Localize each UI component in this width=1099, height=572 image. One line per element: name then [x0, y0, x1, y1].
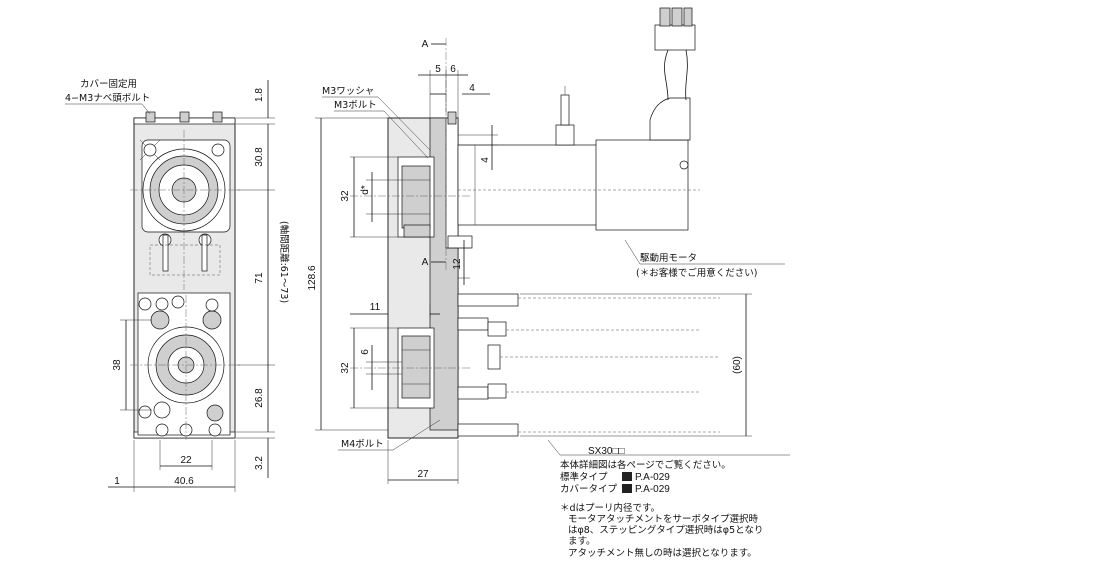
dim-4-top: 4 — [469, 83, 475, 94]
section-a-top: A — [422, 39, 429, 50]
dim-5: 5 — [435, 64, 441, 75]
dim-4-side: 4 — [480, 157, 491, 163]
dim-top-gap: 1.8 — [254, 88, 265, 102]
footnote-line-5: アタッチメント無しの時は選択となります。 — [568, 547, 757, 559]
dim-32-lower: 32 — [340, 362, 351, 374]
dim-d-star: d* — [360, 185, 371, 195]
callout-motor: 駆動用モータ — [640, 253, 697, 264]
dim-32-upper: 32 — [340, 190, 351, 202]
dim-27: 27 — [417, 469, 429, 480]
cover-ref: P.A-029 — [635, 484, 670, 495]
dim-60: (60) — [732, 356, 743, 374]
dim-pitch: 71 — [254, 272, 265, 284]
dim-12: 12 — [452, 258, 463, 270]
dim-upper-height: 30.8 — [254, 147, 265, 167]
footnote-line-1: ＊dはプーリ内径です。 — [560, 502, 660, 514]
callout-m3-washer: M3ワッシャ — [322, 86, 374, 97]
dim-11: 11 — [370, 302, 381, 313]
footnote-line-2: モータアタッチメントをサーボタイプ選択時 — [568, 513, 759, 525]
dim-6-lower: 6 — [360, 349, 371, 355]
dim-bottom-gap: 3.2 — [254, 456, 265, 470]
page-ref-icon — [622, 484, 632, 493]
section-a-bottom: A — [422, 257, 429, 268]
front-view: カバー固定用 4−M3ナベ頭ボルト 1.8 30.8 71 (軸間距離:61〜7… — [65, 78, 290, 492]
notes: SX30□□ 本体詳細図は各ページでご覧ください。 標準タイプ P.A-029 … — [547, 439, 790, 559]
callout-motor-note: (＊お客様でご用意ください) — [636, 267, 757, 279]
page-ref-icon — [622, 472, 632, 481]
dim-edge-1: 1 — [114, 476, 120, 487]
dim-pitch-note: (軸間距離:61〜73) — [278, 221, 290, 303]
footnote-line-3: はφ8、ステッピングタイプ選択時はφ5となり — [568, 524, 763, 536]
side-view: A A 5 6 4 4 32 d* 128.6 — [307, 7, 785, 484]
dim-6: 6 — [450, 64, 456, 75]
shaft-group — [447, 235, 519, 437]
model-label: SX30□□ — [588, 446, 625, 457]
callout-m4-bolt: M4ボルト — [341, 439, 384, 450]
callout-cover-bolt-line1: カバー固定用 — [80, 78, 137, 90]
dim-lower-height: 26.8 — [254, 388, 265, 408]
footnote-line-4: ます。 — [568, 536, 596, 547]
callout-cover-bolt-line2: 4−M3ナベ頭ボルト — [65, 93, 150, 104]
standard-label: 標準タイプ — [560, 471, 608, 483]
callout-m3-bolt: M3ボルト — [334, 100, 377, 111]
dim-width-22: 22 — [180, 455, 192, 466]
dim-width-40-6: 40.6 — [174, 476, 194, 487]
cover-label: カバータイプ — [560, 484, 618, 495]
standard-ref: P.A-029 — [635, 472, 670, 483]
detail-ref: 本体詳細図は各ページでご覧ください。 — [560, 459, 731, 471]
dim-128-6: 128.6 — [307, 265, 318, 290]
dim-left-38: 38 — [112, 359, 123, 371]
